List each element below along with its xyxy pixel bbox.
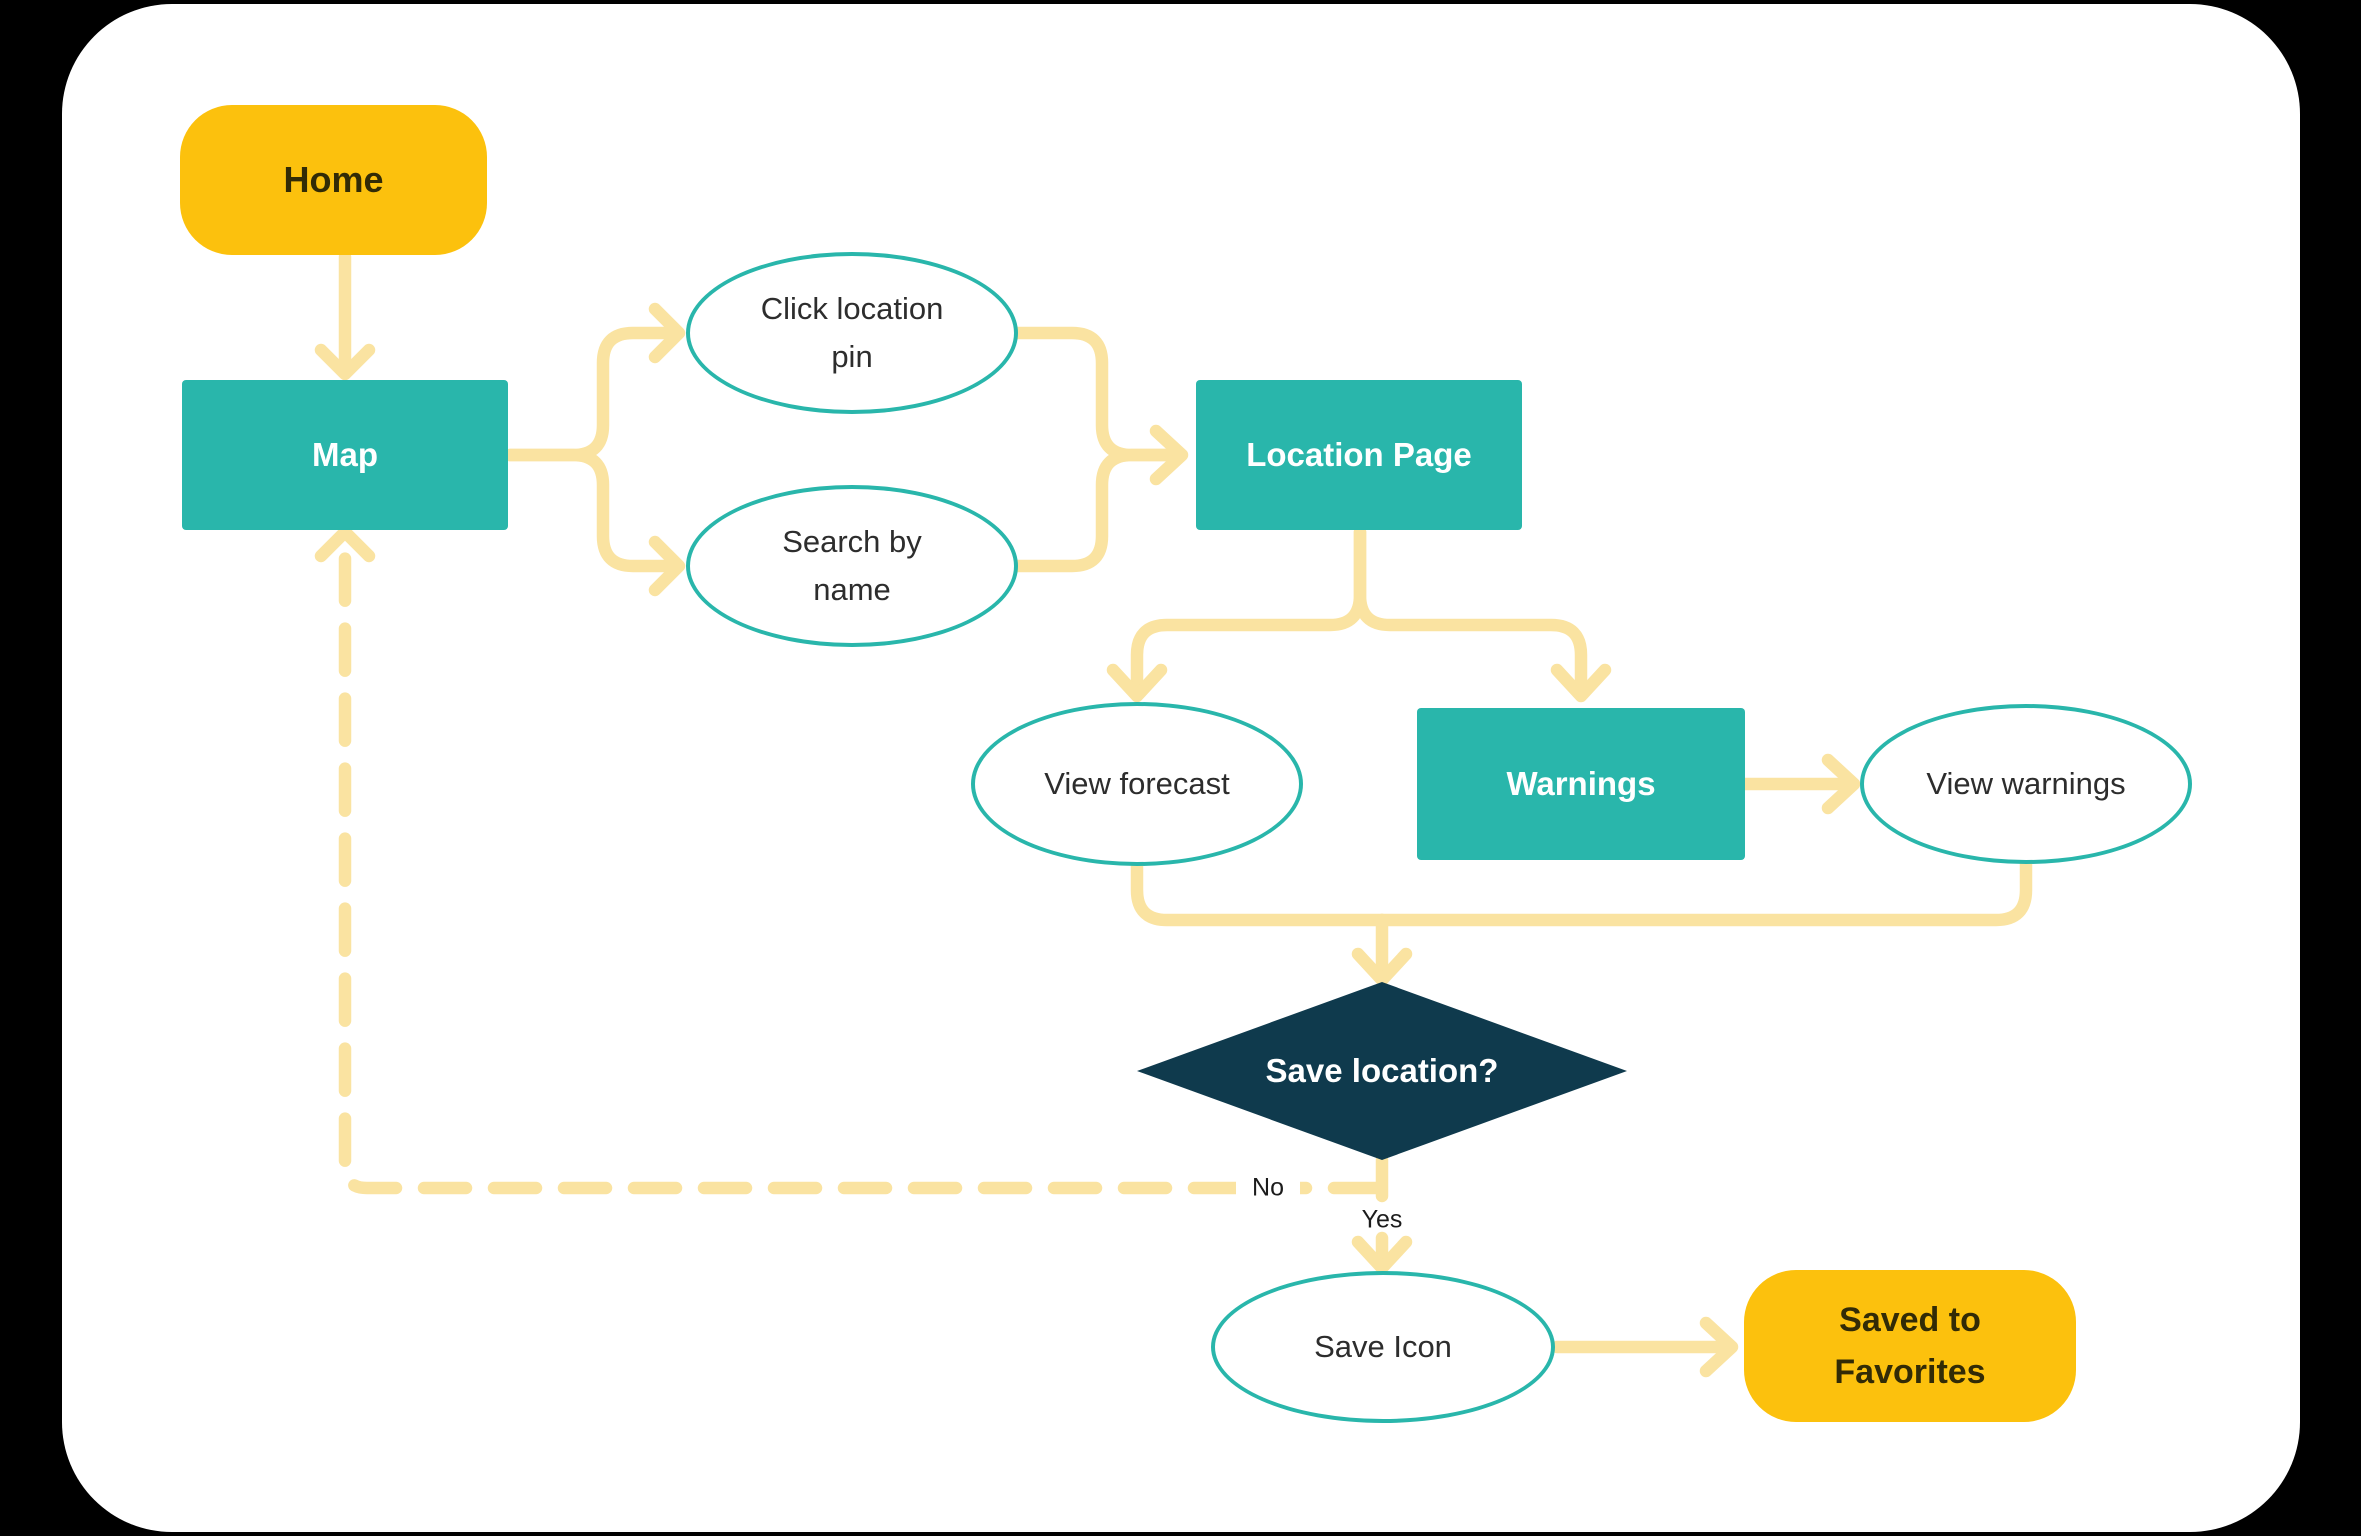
node-home: Home <box>180 105 487 255</box>
node-view-warnings: View warnings <box>1860 704 2192 864</box>
edge-view-warnings-save-location <box>1375 857 2033 927</box>
arrowhead-into-search-name <box>648 535 686 597</box>
node-location-page-label: Location Page <box>1246 436 1472 473</box>
edge-location-page-view-forecast <box>1130 525 1367 699</box>
node-home-label: Home <box>283 159 384 200</box>
edge-map-search-name <box>503 448 682 573</box>
node-saved-to-favorites-label: Saved to Favorites <box>1834 1301 1986 1391</box>
node-search-by-name: Search by name <box>686 485 1018 647</box>
node-search-by-name-label: Search by name <box>782 524 922 607</box>
node-map: Map <box>182 380 508 530</box>
node-view-warnings-label: View warnings <box>1926 766 2126 801</box>
node-save-location-label: Save location? <box>1265 1052 1499 1089</box>
arrowhead-into-view-warnings <box>1821 753 1861 815</box>
arrowhead-into-location-page <box>1149 424 1189 486</box>
edge-label-no: No <box>1236 1171 1300 1205</box>
arrowhead-into-save-icon <box>1351 1235 1413 1275</box>
node-click-location-pin-label: Click location pin <box>760 291 944 374</box>
edge-location-page-warnings <box>1353 525 1588 699</box>
edge-label-yes: Yes <box>1361 1205 1403 1234</box>
node-save-icon: Save Icon <box>1211 1271 1555 1423</box>
node-location-page: Location Page <box>1196 380 1522 530</box>
node-view-forecast: View forecast <box>971 702 1303 866</box>
node-save-icon-label: Save Icon <box>1314 1329 1452 1364</box>
node-warnings: Warnings <box>1417 708 1745 860</box>
arrowhead-into-save-location <box>1351 947 1413 987</box>
arrowhead-into-map-bottom <box>314 525 376 563</box>
node-click-location-pin: Click location pin <box>686 252 1018 414</box>
edge-view-forecast-save-location <box>1130 859 1389 927</box>
node-view-forecast-label: View forecast <box>1044 766 1230 801</box>
arrowhead-into-saved-favorites <box>1699 1316 1739 1378</box>
node-map-label: Map <box>312 436 378 473</box>
edge-map-click-pin <box>503 326 682 462</box>
edge-search-name-location-page <box>1011 448 1185 573</box>
arrowhead-into-map <box>314 343 376 381</box>
arrowhead-into-warnings <box>1550 663 1612 703</box>
node-saved-to-favorites: Saved to Favorites <box>1744 1270 2076 1422</box>
node-warnings-label: Warnings <box>1506 765 1656 802</box>
arrowhead-into-view-forecast <box>1106 663 1168 703</box>
arrowhead-into-click-pin <box>648 302 686 364</box>
edge-no-return-to-map <box>338 551 1383 1195</box>
